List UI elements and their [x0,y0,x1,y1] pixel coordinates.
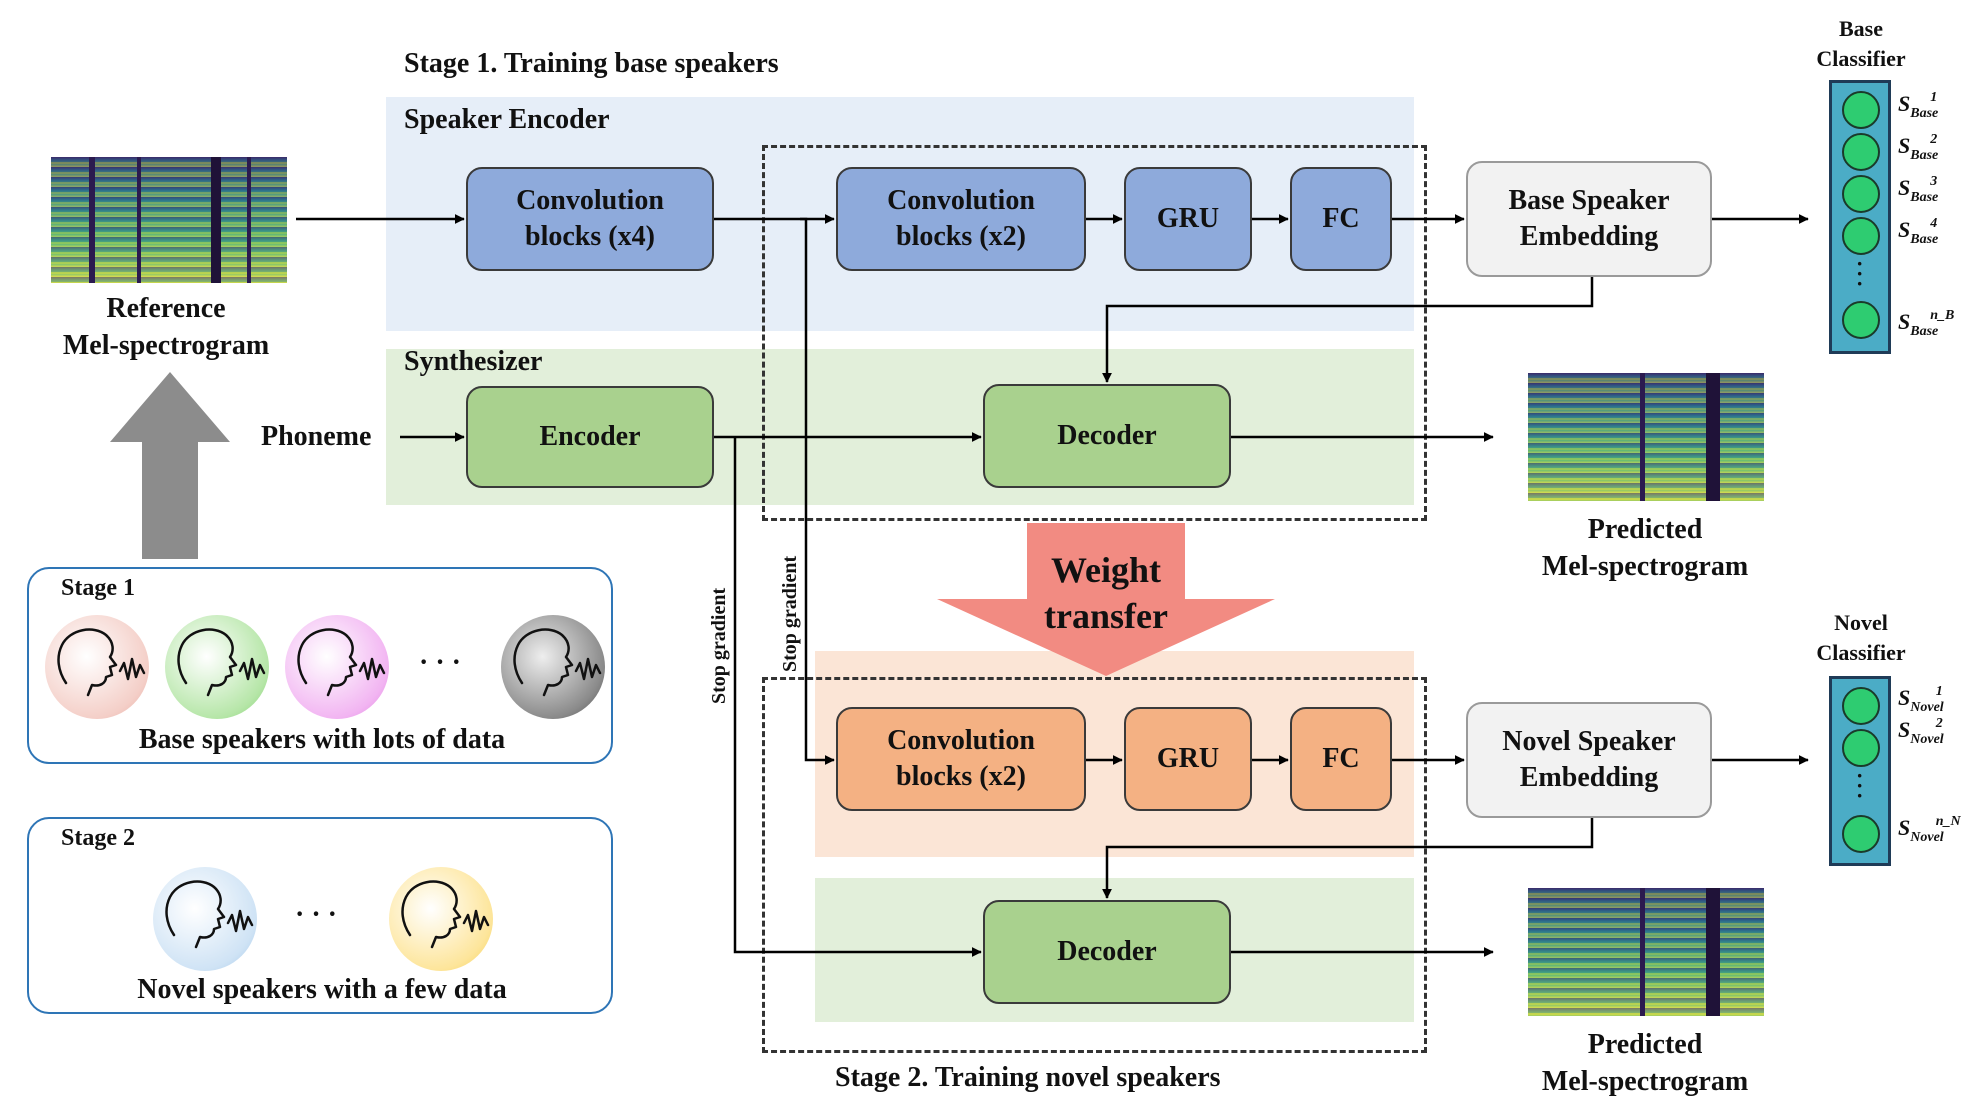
base-class-node-3 [1842,175,1880,213]
novel-class-label-1: SNovel1 [1898,684,1944,715]
stage1-predicted-spectrogram [1528,373,1764,501]
stage2-conv-blocks-x2: Convolution blocks (x2) [836,707,1086,811]
stage1-decoder-block: Decoder [983,384,1231,488]
conv-blocks-x4: Convolution blocks (x4) [466,167,714,271]
stage2-ellipsis: · · · [295,899,338,930]
weight-transfer-arrow [937,523,1275,676]
stage1-conv-blocks-x2: Convolution blocks (x2) [836,167,1086,271]
base-classifier-title: Base Classifier [1816,16,1906,71]
base-class-node-4 [1842,217,1880,255]
stage1-dashed-outline [762,145,1427,521]
arrow-stopgrad-to-stage2-conv [800,217,835,765]
stage1-title: Stage 1. Training base speakers [404,48,779,79]
base-class-node-n [1842,301,1880,339]
novel-class-node-1 [1842,687,1880,725]
stage1-gru-block: GRU [1124,167,1252,271]
phoneme-encoder-block: Encoder [466,386,714,488]
phoneme-label: Phoneme [261,421,372,452]
base-class-label-2: SBase2 [1898,132,1939,163]
stage1-panel-caption: Base speakers with lots of data [138,724,506,755]
weight-transfer-label: Weight transfer [1044,550,1168,636]
stage1-ellipsis: · · · [419,647,462,678]
stage2-panel-title: Stage 2 [61,825,135,851]
novel-speaker-embedding: Novel Speaker Embedding [1466,702,1712,818]
stage1-panel-title: Stage 1 [61,575,135,601]
novel-class-node-2 [1842,729,1880,767]
arrow-stage2-embedding-to-decoder [1102,818,1594,899]
stage1-fc-block: FC [1290,167,1392,271]
base-speaker-embedding: Base Speaker Embedding [1466,161,1712,277]
stage2-predicted-spectrogram [1528,888,1764,1016]
novel-class-label-n: SNoveln_N [1898,814,1961,845]
speaker-head-icon [165,880,254,949]
stage2-dashed-outline [762,677,1427,1053]
stage1-predicted-caption: Predicted Mel-spectrogram [1541,514,1749,582]
novel-class-vdots: ··· [1856,763,1864,808]
base-class-label-4: SBase4 [1898,216,1939,247]
base-class-label-3: SBase3 [1898,174,1939,205]
speaker-head-icon [513,628,602,697]
stage2-predicted-caption: Predicted Mel-spectrogram [1541,1029,1749,1097]
speaker-head-icon [57,628,146,697]
base-class-label-n: SBasen_B [1898,308,1955,339]
stage2-fc-block: FC [1290,707,1392,811]
speaker-head-icon [401,880,490,949]
reference-caption: Reference Mel-spectrogram [62,293,270,361]
reference-spectrogram [51,157,287,283]
novel-classifier: ··· [1829,676,1891,866]
speaker-head-icon [177,628,266,697]
novel-classifier-title: Novel Classifier [1816,610,1906,665]
base-class-node-1 [1842,91,1880,129]
base-classifier: ··· [1829,80,1891,354]
speaker-head-icon [297,628,386,697]
stage2-gru-block: GRU [1124,707,1252,811]
arrow-stopgrad-to-stage2-decoder [733,437,982,957]
arrow-embedding-to-decoder [1102,277,1594,383]
stage2-panel-caption: Novel speakers with a few data [137,974,507,1005]
speaker-encoder-label: Speaker Encoder [404,104,610,135]
synthesizer-label: Synthesizer [404,346,543,377]
stage-up-arrow [110,372,230,559]
base-class-node-2 [1842,133,1880,171]
base-class-label-1: SBase1 [1898,90,1939,121]
stage2-title: Stage 2. Training novel speakers [835,1062,1221,1093]
stage2-panel: Stage 2 · · · Novel speakers with a few … [27,817,613,1014]
novel-class-label-2: SNovel2 [1898,716,1944,747]
novel-class-node-n [1842,815,1880,853]
base-class-vdots: ··· [1856,251,1864,296]
stage2-decoder-block: Decoder [983,900,1231,1004]
